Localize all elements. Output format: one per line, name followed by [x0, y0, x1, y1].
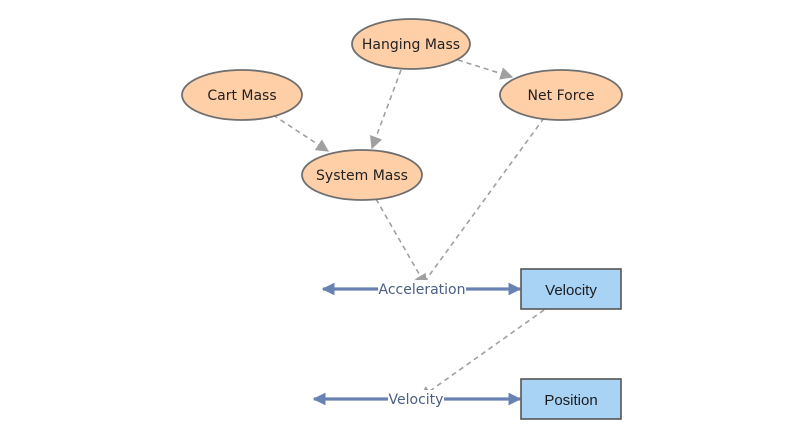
link-cart-to-systemmass	[272, 114, 330, 152]
acceleration-flow-label[interactable]: Acceleration	[379, 282, 466, 298]
acceleration-label-bg	[378, 280, 466, 298]
system-mass-label: System Mass	[316, 168, 408, 184]
link-velocity-to-velocity-flow	[418, 309, 545, 399]
velocity-flow-label[interactable]: Velocity	[389, 392, 444, 408]
link-netforce-to-acceleration	[419, 117, 545, 290]
hanging-mass-label: Hanging Mass	[362, 37, 460, 53]
stock-position[interactable]: Position	[520, 378, 622, 420]
link-hanging-to-netforce	[457, 59, 514, 80]
velocity-flow-label-bg	[388, 390, 444, 408]
position-stock-label: Position	[544, 392, 597, 409]
variable-system-mass[interactable]: System Mass	[301, 149, 423, 201]
variable-hanging-mass[interactable]: Hanging Mass	[351, 18, 471, 70]
stock-velocity[interactable]: Velocity	[520, 268, 622, 310]
variable-cart-mass[interactable]: Cart Mass	[181, 69, 303, 121]
variable-net-force[interactable]: Net Force	[499, 69, 623, 121]
net-force-label: Net Force	[528, 88, 595, 104]
velocity-stock-label: Velocity	[545, 282, 597, 299]
link-systemmass-to-acceleration	[375, 198, 427, 288]
link-hanging-to-systemmass	[370, 69, 402, 150]
cart-mass-label: Cart Mass	[207, 88, 276, 104]
